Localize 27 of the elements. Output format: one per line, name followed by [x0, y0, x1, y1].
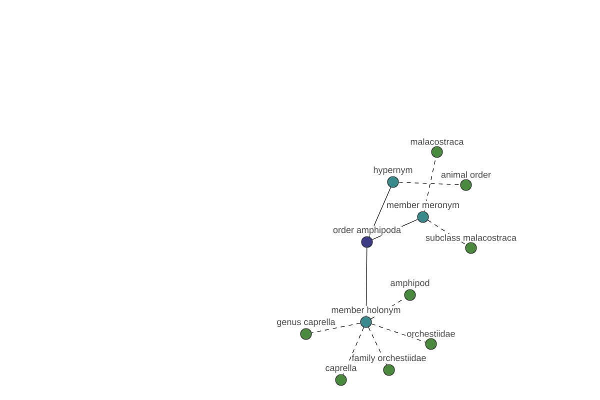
node-label: order amphipoda — [332, 226, 402, 236]
node-label: hypernym — [372, 166, 414, 176]
graph-node — [404, 289, 416, 301]
graph-node — [387, 176, 399, 188]
connector-line — [311, 322, 361, 334]
node-label: orchestiidae — [406, 330, 456, 338]
node-label: malacostraca — [410, 138, 464, 146]
graph-node — [335, 374, 347, 386]
graph-node — [383, 364, 395, 376]
graph-node — [360, 316, 372, 328]
graph-node — [431, 146, 443, 158]
node-label: member meronym — [386, 200, 460, 210]
node-label: animal order — [440, 170, 492, 178]
connector-line — [398, 182, 460, 186]
graph-node — [417, 211, 429, 223]
graph-node — [465, 242, 477, 254]
graph-node — [425, 338, 437, 350]
node-label: amphipod — [390, 278, 430, 288]
node-label: caprella — [324, 364, 358, 374]
graph-node — [300, 328, 312, 340]
connector-line — [368, 326, 387, 366]
graph-node — [460, 179, 472, 191]
node-label: genus caprella — [276, 318, 336, 328]
connector-line — [371, 324, 426, 342]
node-label: subclass malacostraca — [424, 234, 518, 242]
graph-node — [361, 236, 373, 248]
node-label: member holonym — [330, 306, 402, 316]
